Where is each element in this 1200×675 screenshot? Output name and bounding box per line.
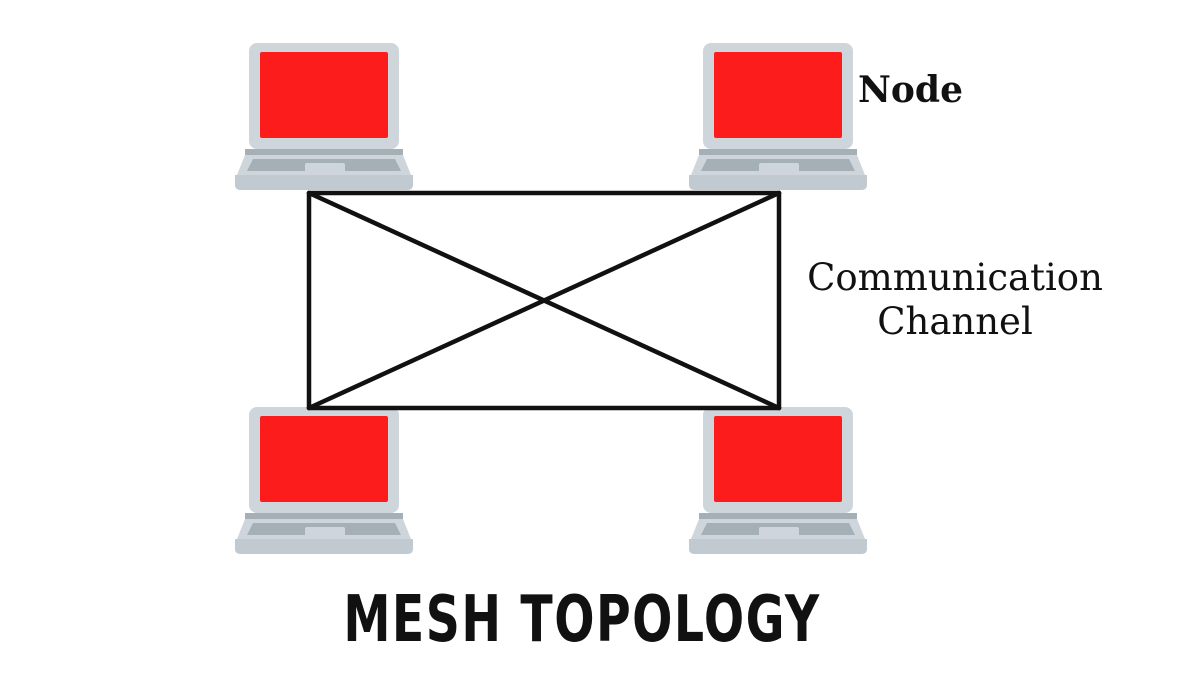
channel-label-line-1: Communication bbox=[807, 256, 1103, 299]
laptop-icon bbox=[689, 407, 867, 554]
node-top-left bbox=[235, 43, 413, 190]
node-bottom-left bbox=[235, 407, 413, 554]
communication-links bbox=[306, 190, 782, 411]
node-bottom-right bbox=[689, 407, 867, 554]
communication-channel-label: Communication Channel bbox=[790, 256, 1120, 344]
link-diagonal-top-right-bottom-left bbox=[306, 190, 782, 411]
diagram-title: MESH TOPOLOGY bbox=[343, 583, 821, 657]
laptop-icon bbox=[689, 43, 867, 190]
laptop-icon bbox=[235, 43, 413, 190]
laptop-icon bbox=[235, 407, 413, 554]
channel-label-line-2: Channel bbox=[877, 300, 1033, 343]
node-top-right bbox=[689, 43, 867, 190]
node-label: Node bbox=[858, 69, 963, 111]
